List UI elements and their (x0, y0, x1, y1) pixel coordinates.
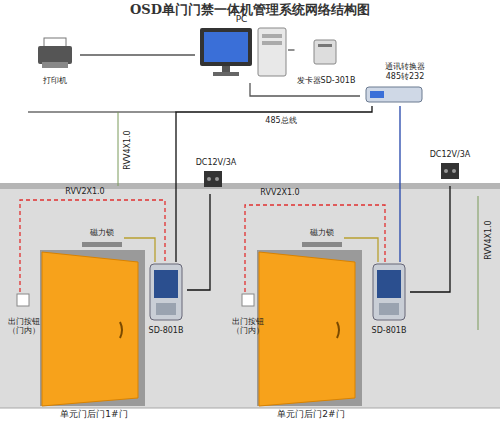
cable-label: 485总线 (265, 117, 296, 126)
node-label: SD-801B (372, 326, 407, 336)
cable-line (118, 112, 119, 186)
wall-base (0, 408, 500, 409)
node-label: 出门按钮 （门内） (4, 317, 44, 336)
converter-node: 通讯转换器 485转232 (360, 62, 450, 106)
node-label: PC (236, 14, 248, 25)
printer-icon (38, 38, 72, 68)
reader-node: SD-801B (368, 262, 410, 336)
diagram-title: OSD单门门禁一体机管理系统网络结构图 (0, 1, 500, 19)
node-label: 磁力锁 (90, 228, 114, 238)
reader-device (373, 264, 405, 320)
converter-icon (366, 87, 422, 102)
node-label: SD-801B (149, 326, 184, 336)
power-supply-icon (204, 171, 222, 187)
magnetic-lock-node: 磁力锁 (300, 228, 344, 248)
cable-connector (288, 49, 295, 50)
cable-connector (399, 106, 400, 262)
exit-button-icon (17, 294, 29, 306)
power-supply-node: DC12V/3A (188, 158, 244, 194)
cable-line (478, 196, 479, 330)
cable-connector (176, 106, 372, 262)
pc-node: PC (195, 14, 288, 83)
card-issuer-node: 发卡器SD-301B (295, 38, 358, 86)
bus-line (28, 111, 176, 112)
reader-device (150, 264, 182, 320)
wall (0, 188, 500, 408)
door-node: 单元门后门1#门 (38, 250, 150, 420)
cable-connector (187, 194, 210, 290)
cable-connector (245, 205, 385, 292)
cable-connector (410, 186, 450, 292)
pc-icon (200, 28, 286, 76)
cable-label: RVV2X1.0 (260, 189, 299, 198)
node-label: 单元门后门1#门 (60, 409, 127, 420)
cable-connector (124, 238, 155, 262)
door-illustration (40, 250, 145, 406)
cable-connector (344, 238, 378, 262)
exit-button-icon (242, 294, 254, 306)
magnetic-lock-node: 磁力锁 (80, 228, 124, 248)
magnetic-lock-bar (82, 242, 122, 247)
node-label: 磁力锁 (310, 228, 334, 238)
node-label: DC12V/3A (430, 150, 471, 160)
reader-node: SD-801B (145, 262, 187, 336)
cable-label: RVV4X1.0 (485, 220, 494, 259)
magnetic-lock-bar (302, 242, 342, 247)
node-label: DC12V/3A (196, 158, 237, 168)
exit-button-node: 出门按钮 （门内） (226, 292, 270, 336)
cable-connector (20, 200, 165, 292)
cable-label: RVV4X1.0 (124, 130, 133, 169)
door-node: 单元门后门2#门 (255, 250, 367, 420)
card-issuer-icon (314, 40, 336, 64)
cable-label: RVV2X1.0 (65, 188, 104, 197)
node-label: 打印机 (43, 76, 67, 86)
printer-node: 打印机 (30, 36, 80, 86)
power-supply-icon (441, 163, 459, 179)
cable-connector (80, 54, 195, 55)
node-label: 发卡器SD-301B (297, 76, 356, 86)
node-label: 出门按钮 （门内） (228, 317, 268, 336)
exit-button-node: 出门按钮 （门内） (2, 292, 46, 336)
power-supply-node: DC12V/3A (420, 150, 480, 186)
node-label: 单元门后门2#门 (277, 409, 344, 420)
node-label: 通讯转换器 485转232 (380, 62, 430, 81)
door-illustration (257, 250, 362, 406)
